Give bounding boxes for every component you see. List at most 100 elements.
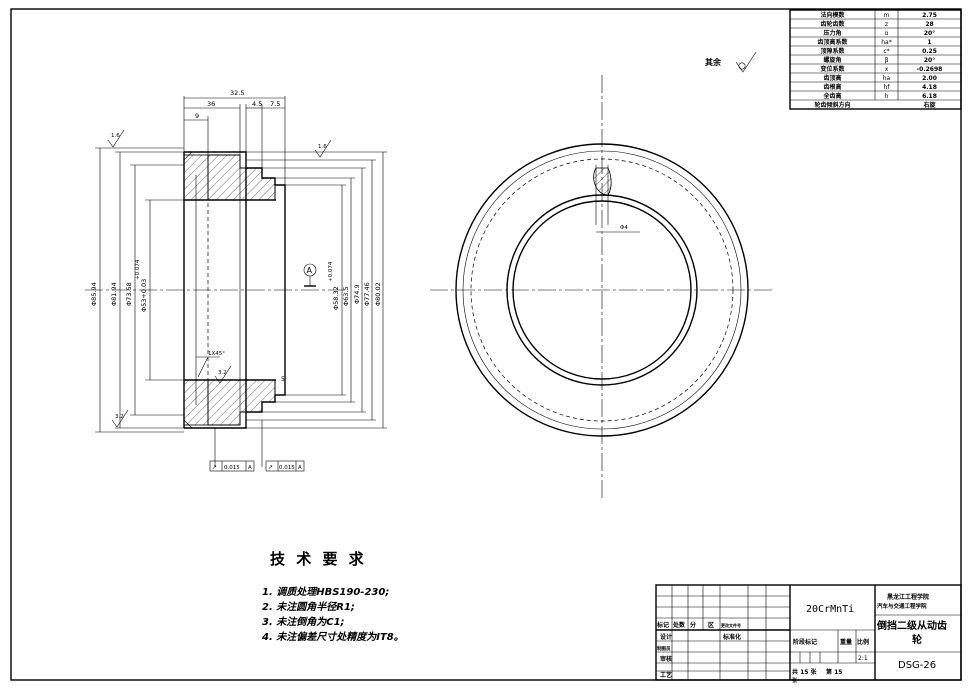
section-view: Φ85.94 Φ81.94 Φ73.58 Φ53+0.03 +0.074 Φ58… <box>85 89 387 472</box>
param-name: 齿顶高 <box>823 74 841 82</box>
svg-text:↗: ↗ <box>212 464 217 471</box>
param-symbol: x <box>885 66 889 73</box>
param-value: 4.18 <box>922 84 937 91</box>
param-symbol: c* <box>883 48 889 55</box>
param-row: 轮齿倾斜方向右旋 <box>814 101 935 109</box>
param-symbol: hf <box>884 84 891 91</box>
lower-section-hatch <box>207 379 276 426</box>
svg-text:阶段标记: 阶段标记 <box>793 638 817 646</box>
param-value: 2.00 <box>922 75 937 82</box>
dim-phi635: Φ63.5 <box>342 286 350 306</box>
param-name: 变位系数 <box>820 65 845 73</box>
dim-36: 36 <box>207 100 215 108</box>
roughness-mark-4: 3.2 <box>111 409 129 428</box>
scale-value: 2:1 <box>858 655 868 662</box>
datum-a-label: A <box>307 266 313 275</box>
svg-text:重量: 重量 <box>840 638 852 646</box>
upper-section-hatch <box>207 154 276 201</box>
dim-75: 7.5 <box>270 100 280 108</box>
dim-phi8194: Φ81.94 <box>110 282 118 306</box>
param-symbol: ha <box>883 75 891 82</box>
param-row: 齿顶高 ha 2.00 <box>823 74 936 82</box>
dim-oil-hole: Φ4 <box>620 225 628 231</box>
param-symbol: β <box>885 57 889 64</box>
param-value: -0.2698 <box>917 66 943 73</box>
part-name-1: 倒挡二级从动齿 <box>876 619 947 632</box>
svg-text:0.015: 0.015 <box>224 465 240 471</box>
svg-text:A: A <box>248 465 252 471</box>
param-name: 压力角 <box>823 29 841 37</box>
svg-text:张: 张 <box>792 677 798 684</box>
tolerance-frame-1: ↗ 0.015 A <box>209 460 255 472</box>
school-name-2: 汽车与交通工程学院 <box>877 602 927 610</box>
param-value: 6.18 <box>922 93 937 100</box>
surface-roughness-note: 其余 <box>705 51 757 73</box>
param-name: 全齿高 <box>822 92 841 100</box>
dim-325: 32.5 <box>230 89 244 97</box>
param-name: 顶隙系数 <box>820 47 845 55</box>
drawing-number: DSG-26 <box>898 660 936 671</box>
technical-requirements: 技 术 要 求 1. 调质处理HBS190-230; 2. 未注圆角半径R1; … <box>261 550 404 643</box>
roughness-symbol-icon <box>735 51 757 73</box>
param-name: 齿轮齿数 <box>820 20 845 28</box>
param-row: 全齿高 h 6.18 <box>822 92 936 100</box>
svg-text:↗: ↗ <box>268 464 273 471</box>
svg-text:3.2: 3.2 <box>218 370 227 376</box>
tech-item-3: 3. 未注倒角为C1; <box>262 616 345 628</box>
svg-text:1.6: 1.6 <box>111 133 120 139</box>
svg-text:工艺: 工艺 <box>660 671 672 679</box>
svg-text:标记: 标记 <box>656 621 669 629</box>
svg-text:A: A <box>298 465 302 471</box>
param-row: 变位系数 x -0.2698 <box>820 65 942 73</box>
dim-phi8594: Φ85.94 <box>90 282 98 306</box>
svg-text:更改文件号: 更改文件号 <box>721 622 741 628</box>
drawing-frame <box>10 8 962 681</box>
addendum-circle <box>455 143 749 437</box>
dim-phi7746: Φ77.46 <box>363 282 371 306</box>
param-value: 28 <box>925 21 933 28</box>
tolerance-frame-2: ↗ 0.015 A <box>265 460 305 472</box>
param-symbol: α <box>885 30 889 37</box>
param-symbol: z <box>885 21 888 28</box>
svg-text:制图员: 制图员 <box>657 645 671 652</box>
param-value: 2.75 <box>922 12 937 19</box>
dim-5: 5 <box>281 376 285 383</box>
param-row: 压力角 α 20° <box>823 29 935 37</box>
dim-phi5832: Φ58.32 <box>332 286 340 310</box>
svg-text:设计: 设计 <box>660 633 672 641</box>
param-value: 右旋 <box>922 101 935 109</box>
roughness-mark-1: 1.6 <box>107 129 125 148</box>
svg-text:1.6: 1.6 <box>318 144 327 150</box>
svg-text:3.2: 3.2 <box>115 414 124 420</box>
svg-text:区: 区 <box>708 621 714 629</box>
title-block: 标记 处数 分 区 更改文件号 设计 标准化 制图员 审核 工艺 20CrMnT… <box>655 584 962 684</box>
dim-phi7358: Φ73.58 <box>125 282 133 306</box>
tech-item-2: 2. 未注圆角半径R1; <box>262 601 355 613</box>
param-row: 螺旋角 β 20° <box>823 56 935 64</box>
svg-text:比例: 比例 <box>857 638 869 646</box>
tech-item-4: 4. 未注偏差尺寸处精度为IT8。 <box>261 631 404 643</box>
dim-9: 9 <box>195 112 199 120</box>
other-surfaces-label: 其余 <box>705 57 722 67</box>
param-symbol: h <box>885 93 889 100</box>
svg-text:+0.074: +0.074 <box>328 261 334 282</box>
param-value: 20° <box>924 30 935 37</box>
front-view: Φ4 <box>430 75 775 500</box>
roughness-mark-2: 1.6 <box>314 139 332 158</box>
svg-text:0.015: 0.015 <box>279 465 295 471</box>
param-name: 法向模数 <box>820 11 845 19</box>
pitch-circle <box>470 158 734 422</box>
param-name: 齿顶高系数 <box>817 38 848 46</box>
param-name: 螺旋角 <box>823 56 841 64</box>
param-row: 齿轮齿数 z 28 <box>820 20 933 28</box>
material-label: 20CrMnTi <box>806 604 854 615</box>
param-value: 20° <box>924 57 935 64</box>
tech-title: 技 术 要 求 <box>270 550 367 568</box>
svg-text:审核: 审核 <box>660 655 672 663</box>
dim-tol: +0.074 <box>135 259 141 280</box>
